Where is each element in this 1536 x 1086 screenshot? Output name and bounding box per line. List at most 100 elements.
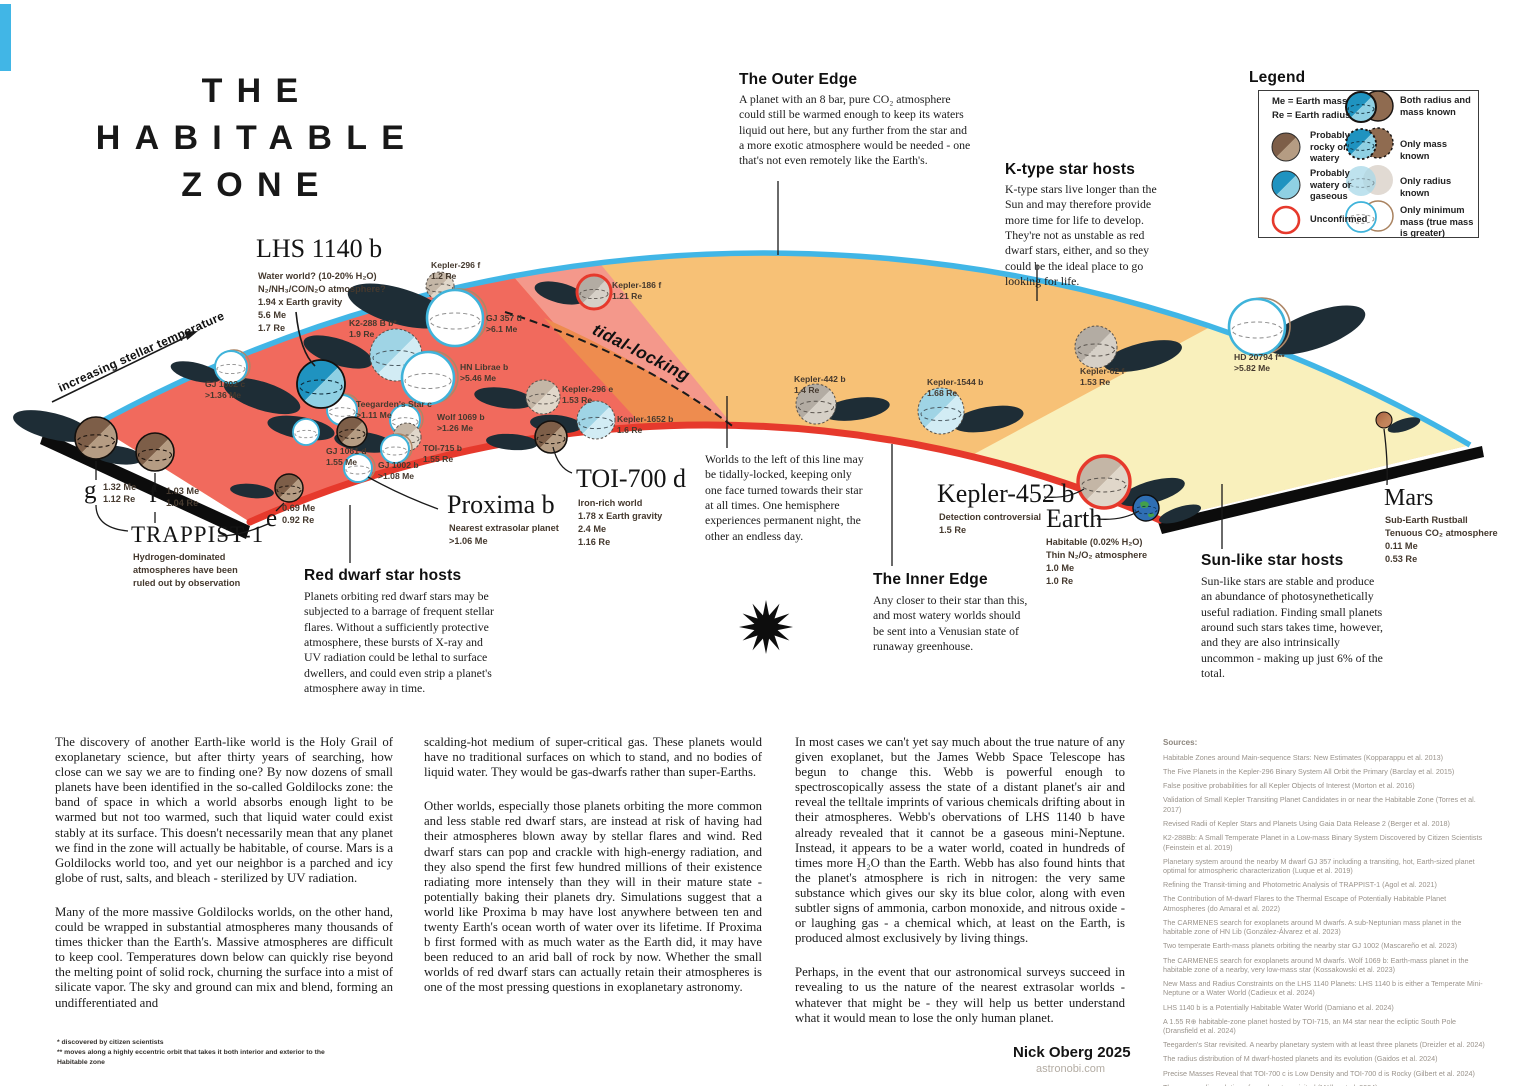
trappist-f-details: 1.03 Me 1.04 Re	[166, 486, 199, 509]
pointer-lines	[95, 181, 1388, 566]
planet-label: GJ 1002 c>1.36 Me	[205, 379, 245, 401]
title-line-1: THE	[201, 72, 313, 110]
trappist-f-letter: f	[149, 481, 158, 508]
legend-label-rocky: Probably rocky or watery	[1310, 130, 1350, 164]
kepler-452-b-name: Kepler-452 b	[937, 479, 1075, 508]
label-name: Kepler-1652 b	[617, 414, 674, 424]
footnote-1: * discovered by citizen scientists	[57, 1039, 164, 1046]
label-name: Teegarden's Star c	[356, 399, 432, 409]
mars-line: Tenuous CO₂ atmosphere	[1385, 527, 1498, 538]
label-name: Kepler-296 f	[431, 260, 481, 270]
planet-trappist-1-e	[274, 473, 304, 503]
planets	[74, 271, 1393, 522]
toi-line: 2.4 Me	[578, 523, 607, 534]
article-paragraph: The discovery of another Earth-like worl…	[55, 735, 393, 885]
trappist-e-letter: e	[266, 505, 278, 532]
planet-kepler-62-f	[1074, 325, 1118, 369]
legend-heading: Legend	[1249, 69, 1306, 86]
label-name: HN Librae b	[460, 362, 509, 372]
source-item: Revised Radii of Kepler Stars and Planet…	[1163, 818, 1450, 828]
trappist-g-mass: 1.32 Me	[103, 482, 137, 492]
sunlike-heading: Sun-like star hosts	[1201, 552, 1344, 569]
ktype-body: K-type stars live longer than the Sun an…	[1005, 182, 1157, 288]
label-name: GJ 1002 b	[378, 460, 419, 470]
planet-label: HN Librae b>5.46 Me	[460, 362, 508, 384]
earth-line: Thin N₂/O₂ atmosphere	[1046, 549, 1148, 560]
trappist-f-mass: 1.03 Me	[166, 486, 200, 496]
label-value: 1.2 Re	[431, 271, 457, 281]
article-column-3: In most cases we can't yet say much abou…	[795, 735, 1125, 1045]
article-column-1: The discovery of another Earth-like worl…	[55, 735, 393, 1030]
label-value: >1.26 Me	[437, 423, 474, 433]
outer-edge-heading: The Outer Edge	[739, 71, 858, 88]
source-item: The CARMENES search for exoplanets aroun…	[1163, 917, 1462, 937]
title-line-3: ZONE	[181, 166, 333, 204]
proxima-b-details: Nearest extrasolar planet >1.06 Me	[449, 522, 559, 548]
site-credit: astronobi.com	[1036, 1063, 1106, 1075]
label-name: Kepler-1544 b	[927, 377, 984, 387]
trappist-f-radius: 1.04 Re	[166, 497, 199, 508]
label-value: 1.55 Re	[423, 454, 454, 464]
stellar-temperature-arrow	[51, 331, 198, 403]
source-item: The Contribution of M-dwarf Flares to th…	[1163, 894, 1447, 913]
planet-label: Teegarden's Star c>1.11 Me	[356, 399, 432, 421]
outer-edge-body: A planet with an 8 bar, pure CO₂ atmosph…	[739, 92, 971, 168]
toi-line: 1.78 x Earth gravity	[578, 510, 663, 521]
label-value: 1.55 Me	[326, 457, 358, 467]
lhs-1140-b-name: LHS 1140 b	[256, 234, 383, 263]
source-item: Planetary system around the nearby M dwa…	[1163, 856, 1475, 876]
planet-label: HD 20794 f**>5.82 Me	[1234, 352, 1285, 374]
source-item: LHS 1140 b is a Potentially Habitable Wa…	[1163, 1002, 1394, 1012]
footnote-2: ** moves along a highly eccentric orbit …	[57, 1049, 325, 1067]
mars-details: Sub-Earth Rustball Tenuous CO₂ atmospher…	[1385, 514, 1498, 566]
source-item: The Five Planets in the Kepler-296 Binar…	[1163, 767, 1455, 777]
earth-name: Earth	[1046, 504, 1103, 533]
toi-line: 1.16 Re	[578, 536, 611, 547]
source-item: K2-288Bb: A Small Temperate Planet in a …	[1163, 833, 1483, 852]
source-item: The CARMENES search for exoplanets aroun…	[1163, 955, 1469, 974]
proxima-b-name: Proxima b	[447, 490, 555, 519]
label-name: Kepler-62 f	[1080, 366, 1125, 376]
planet-toi-700-d	[534, 420, 568, 454]
legend-label-watery: Probably watery or gaseous	[1310, 168, 1352, 202]
planet-kepler-442-b	[795, 383, 837, 425]
planet-mars	[1375, 411, 1393, 429]
article-paragraph: Perhaps, in the event that our astronomi…	[795, 965, 1125, 1025]
planet-hd-20794-f	[1227, 297, 1291, 357]
source-item: Teegarden's Star revisited. A nearby pla…	[1163, 1040, 1485, 1050]
label-value: >5.46 Me	[460, 373, 497, 383]
label-name: HD 20794 f**	[1234, 352, 1285, 362]
trappist-e-mass: 0.69 Me	[282, 503, 316, 513]
trappist-1-name: TRAPPIST-1	[131, 522, 265, 547]
planet-kepler-296-e	[525, 379, 561, 415]
label-name: Kepler-186 f	[612, 280, 662, 290]
label-value: 1.4 Re	[794, 385, 820, 395]
red-dwarf-body: Planets orbiting red dwarf stars may be …	[304, 589, 494, 695]
lhs-line: N₂/NH₃/CO/N₂O atmosphere?	[258, 283, 386, 294]
mars-name: Mars	[1384, 485, 1434, 511]
k452-line: 1.5 Re	[939, 524, 967, 535]
label-value: 1.9 Re	[349, 329, 375, 339]
planet-label: K2-288 B b*1.9 Re	[349, 318, 397, 340]
label-value: 1.68 Re	[927, 388, 958, 398]
label-value: 1.6 Re	[617, 425, 643, 435]
mars-line: Sub-Earth Rustball	[1385, 515, 1468, 525]
lhs-line: 1.7 Re	[258, 322, 286, 333]
source-item: A 1.55 R⊕ habitable-zone planet hosted b…	[1163, 1016, 1457, 1036]
legend-label-both: Both radius and mass known	[1400, 95, 1471, 117]
lhs-line: Water world? (10-20% H₂O)	[258, 271, 377, 281]
article-column-2: scalding-hot medium of super-critical ga…	[424, 735, 762, 1015]
legend-label-unconfirmed: Unconfirmed	[1310, 214, 1368, 224]
planet-kepler-1544-b	[917, 387, 965, 435]
legend-def-re: Re = Earth radius	[1272, 110, 1351, 121]
sun-icon	[739, 600, 793, 654]
inner-edge-line	[246, 421, 1164, 526]
label-value: >6.1 Me	[486, 324, 518, 334]
